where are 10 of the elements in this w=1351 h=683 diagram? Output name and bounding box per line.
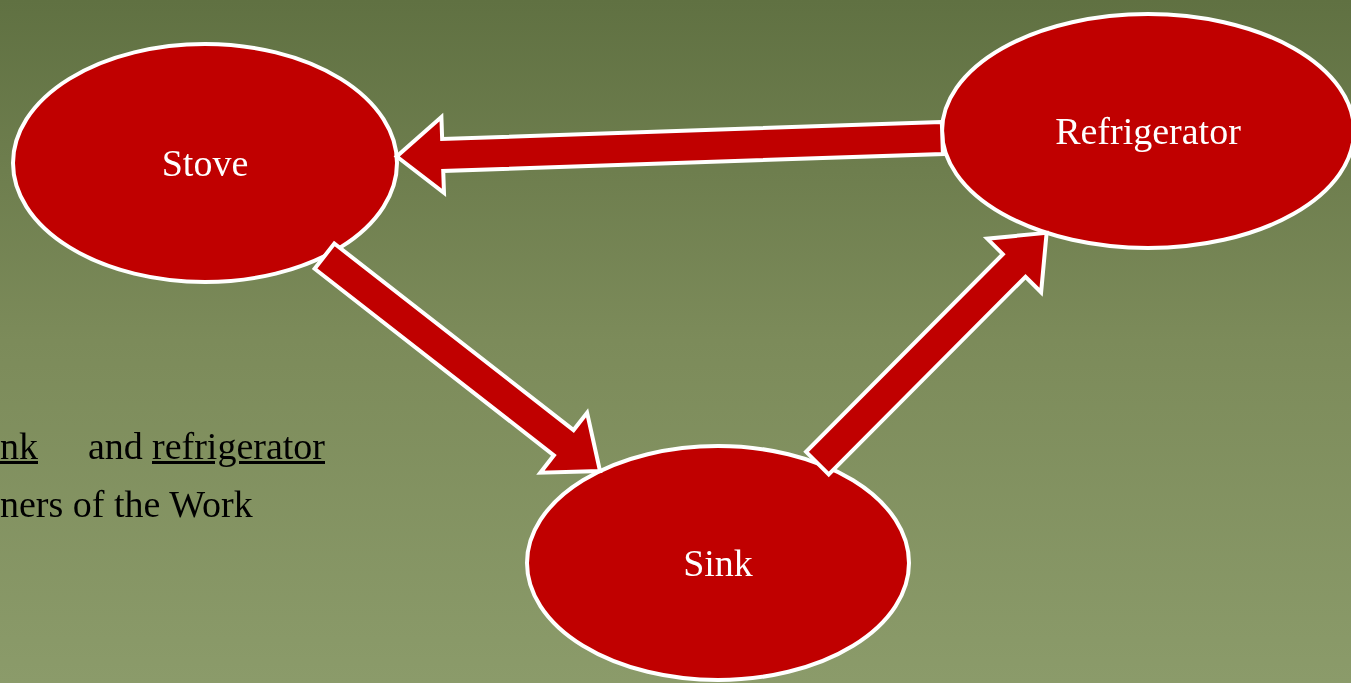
block-arrow <box>393 112 945 198</box>
caption-text: nk <box>0 424 38 468</box>
caption-text: ners of the Work <box>0 482 253 526</box>
node-label: Stove <box>160 141 250 185</box>
block-arrow <box>311 240 603 475</box>
caption-text: and <box>88 424 143 468</box>
caption-text: refrigerator <box>152 424 325 468</box>
node-label: Refrigerator <box>1054 109 1242 153</box>
node-label: Sink <box>682 541 754 585</box>
block-arrow <box>803 230 1049 478</box>
